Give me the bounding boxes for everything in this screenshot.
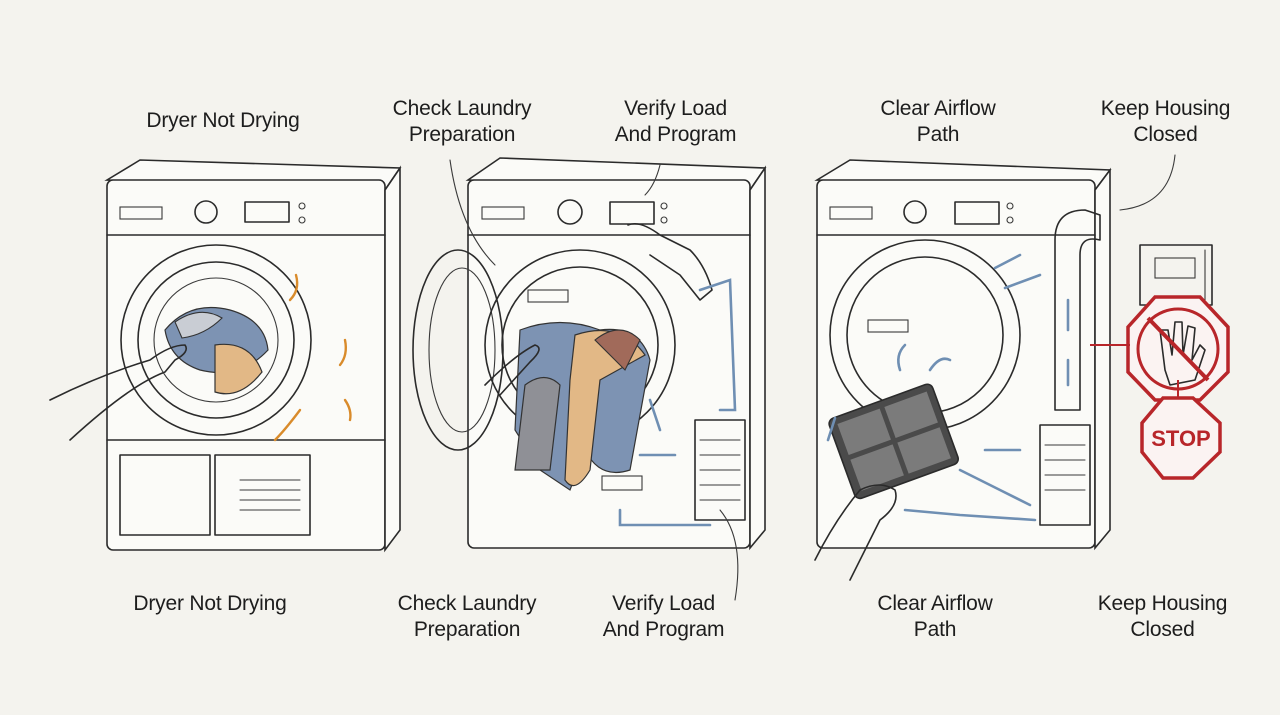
bottom-label-dryer-not-drying-text: Dryer Not Drying (133, 592, 287, 615)
dryer-1-not-drying (49, 159, 402, 553)
top-label-check-laundry-line2: Preparation (408, 123, 516, 146)
top-label-dryer-not-drying: Dryer Not Drying (128, 108, 318, 134)
bottom-label-check-laundry-line2: Preparation (413, 618, 521, 641)
top-label-verify-load: Verify Load And Program (588, 96, 763, 148)
bottom-label-keep-housing: Keep Housing Closed (1075, 591, 1250, 643)
bottom-label-clear-airflow: Clear Airflow Path (845, 591, 1025, 643)
bottom-label-check-laundry-line1: Check Laundry (397, 592, 537, 615)
top-label-verify-load-line2: And Program (614, 123, 737, 146)
top-label-keep-housing: Keep Housing Closed (1078, 96, 1253, 148)
bottom-label-dryer-not-drying: Dryer Not Drying (115, 591, 305, 617)
top-label-clear-airflow-line1: Clear Airflow (880, 97, 996, 120)
top-label-dryer-not-drying-text: Dryer Not Drying (146, 109, 300, 132)
top-label-verify-load-line1: Verify Load (624, 97, 727, 120)
top-label-clear-airflow-line2: Path (916, 123, 960, 146)
top-label-check-laundry-line1: Check Laundry (392, 97, 532, 120)
bottom-label-verify-load: Verify Load And Program (576, 591, 751, 643)
bottom-label-clear-airflow-line2: Path (913, 618, 957, 641)
top-label-keep-housing-line2: Closed (1133, 123, 1198, 146)
top-label-keep-housing-line1: Keep Housing (1100, 97, 1231, 120)
bottom-label-verify-load-line2: And Program (602, 618, 725, 641)
top-label-check-laundry: Check Laundry Preparation (368, 96, 556, 148)
dryer-2-check-laundry (412, 157, 767, 601)
bottom-label-check-laundry: Check Laundry Preparation (373, 591, 561, 643)
bottom-label-verify-load-line1: Verify Load (612, 592, 715, 615)
keep-housing-closed-warning: STOP (1090, 244, 1230, 480)
dryer-3-clear-airflow (814, 154, 1176, 581)
bottom-label-keep-housing-line2: Closed (1130, 618, 1195, 641)
stop-sign-text: STOP (1151, 426, 1211, 451)
bottom-label-keep-housing-line1: Keep Housing (1097, 592, 1228, 615)
top-label-clear-airflow: Clear Airflow Path (848, 96, 1028, 148)
bottom-label-clear-airflow-line1: Clear Airflow (877, 592, 993, 615)
